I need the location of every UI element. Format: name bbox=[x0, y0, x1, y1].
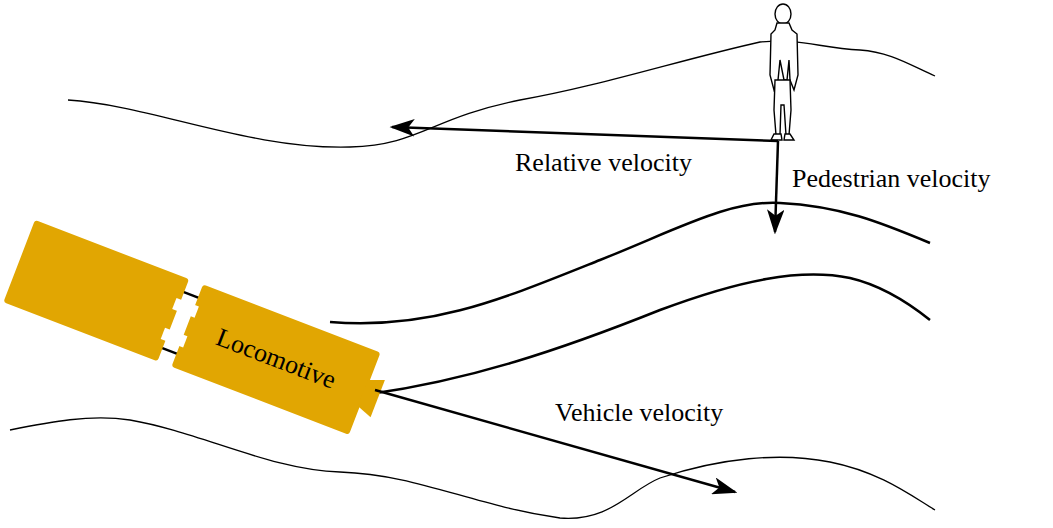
node-label: Locomotive bbox=[212, 322, 340, 395]
terrain-line bbox=[68, 41, 935, 147]
arrow-label: Pedestrian velocity bbox=[792, 164, 991, 194]
locomotive-body: Locomotive bbox=[172, 285, 380, 433]
arrow-label: Vehicle velocity bbox=[555, 398, 723, 428]
vehicle-velocity-arrow bbox=[375, 390, 735, 492]
relative-velocity-arrow bbox=[392, 127, 778, 141]
terrain-line bbox=[10, 418, 935, 518]
locomotive-illustration bbox=[3, 220, 393, 440]
rail bbox=[330, 203, 930, 324]
arrow-label: Relative velocity bbox=[515, 148, 692, 178]
pedestrian-figure bbox=[770, 4, 798, 140]
pedestrian-velocity-arrow bbox=[775, 141, 778, 232]
rail bbox=[370, 275, 930, 394]
